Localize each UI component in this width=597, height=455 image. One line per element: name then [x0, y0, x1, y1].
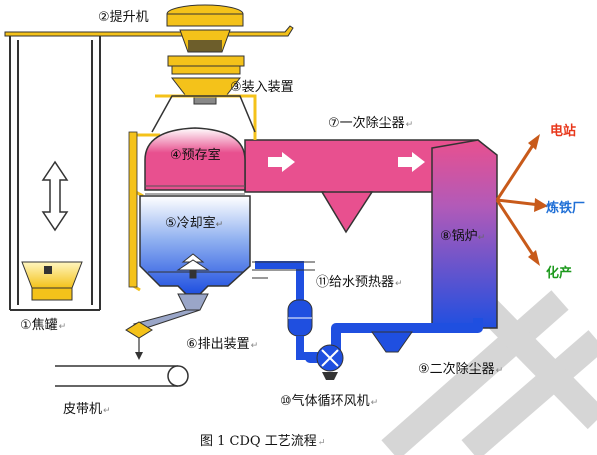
cooling-cap-icon	[176, 253, 210, 279]
sloped-roof	[151, 95, 256, 133]
grate-slots	[145, 185, 245, 195]
discharge-device-icon	[125, 293, 209, 360]
label-belt: 皮带机↵	[63, 402, 111, 417]
flow-arrow-icon	[398, 152, 425, 172]
cooling-chamber	[139, 195, 251, 295]
flow-arrow-icon	[268, 152, 295, 172]
arrowhead-icon	[528, 134, 540, 150]
feedwater-preheater-icon	[252, 261, 315, 279]
shaft-sheath-left	[128, 131, 138, 288]
circulating-fan-icon	[287, 299, 344, 380]
label-cooling: ⑤冷却室↵	[165, 216, 224, 231]
lift-motion-arrow-icon	[41, 160, 69, 232]
lift-machine-icon	[166, 4, 244, 53]
dest-power: 电站	[550, 124, 577, 139]
label-charging: ③装入装置	[230, 80, 294, 95]
output-arrows	[495, 141, 541, 259]
label-secondary-dust: ⑨二次除尘器↵	[418, 362, 504, 377]
label-boiler: ⑧锅炉↵	[440, 229, 486, 244]
label-discharge: ⑥排出装置↵	[186, 337, 259, 352]
label-lift: ②提升机	[98, 10, 149, 25]
lift-track-rail	[4, 25, 294, 37]
label-primary-dust: ⑦一次除尘器↵	[328, 116, 414, 131]
coke-tank-icon	[21, 261, 83, 301]
label-preheater: ⑪给水预热器↵	[316, 275, 403, 290]
lift-tower	[9, 35, 101, 311]
arrowhead-icon	[534, 198, 548, 212]
label-coke-tank: ①焦罐↵	[20, 318, 67, 333]
dest-chem: 化产	[546, 266, 573, 281]
label-pre-chamber: ④预存室	[170, 148, 221, 163]
return-gas-pipe-3	[255, 261, 304, 300]
primary-dust-hopper	[320, 191, 374, 234]
boiler-body	[431, 139, 498, 329]
secondary-dust-cone	[371, 331, 413, 353]
arrowhead-icon	[528, 250, 540, 266]
label-fan: ⑩气体循环风机↵	[280, 394, 379, 409]
figure-caption: 图 1 CDQ 工艺流程↵	[200, 434, 326, 449]
dest-steel: 炼铁厂	[546, 201, 586, 216]
belt-conveyor-icon	[55, 365, 189, 387]
pre-chamber	[144, 127, 246, 191]
shaft-sheath	[130, 94, 257, 292]
